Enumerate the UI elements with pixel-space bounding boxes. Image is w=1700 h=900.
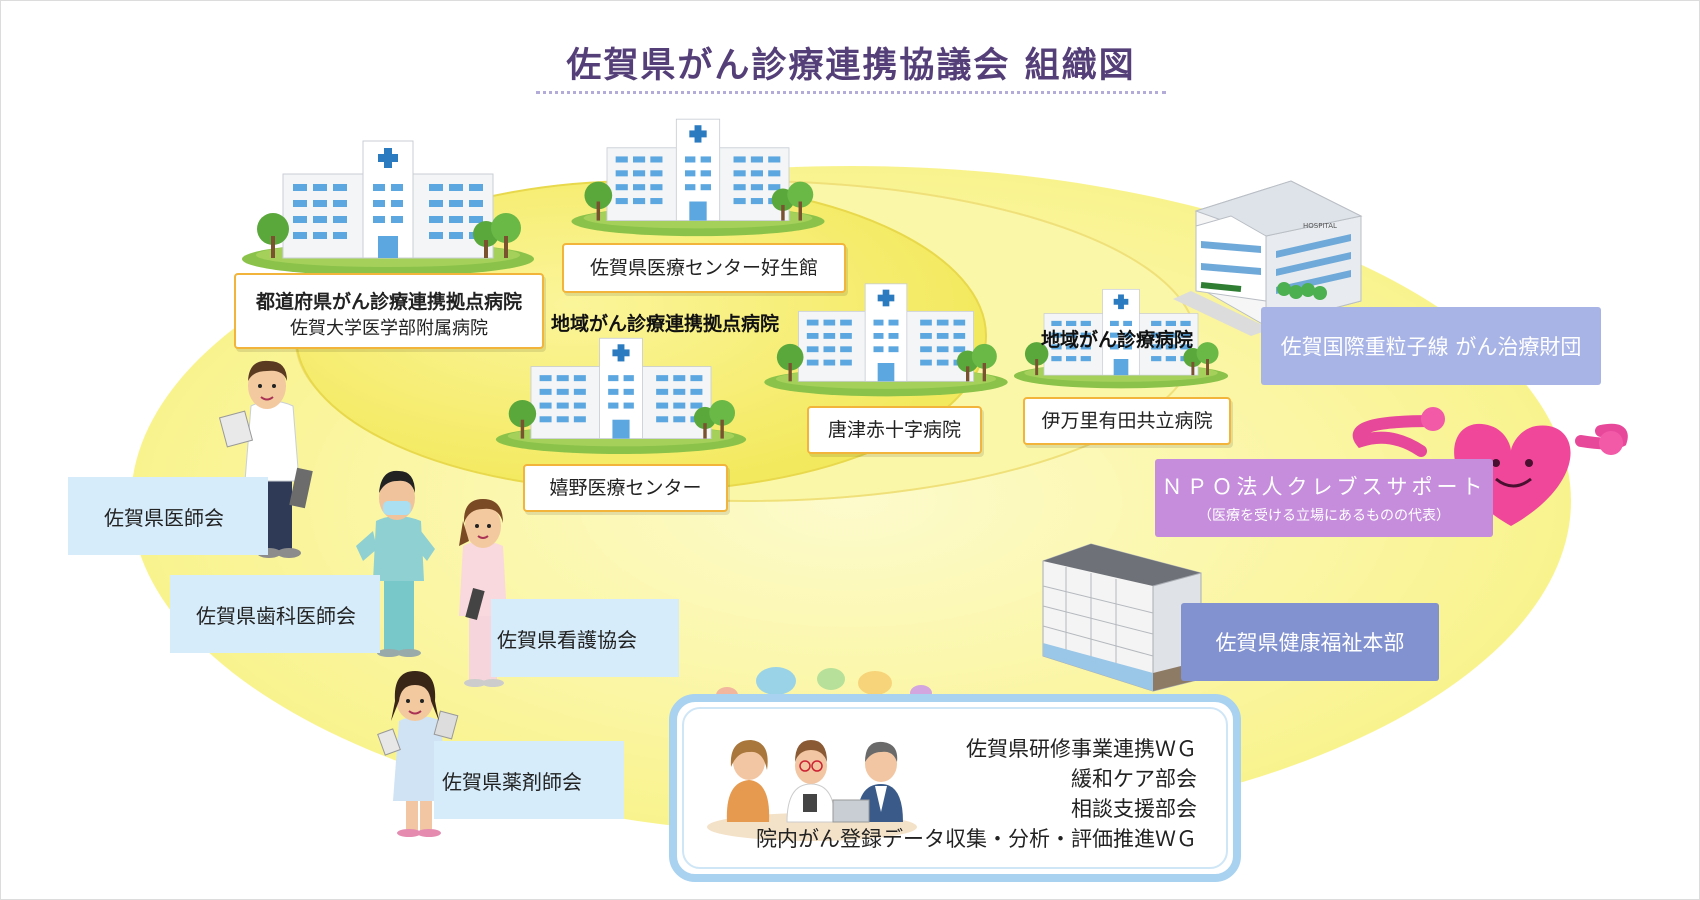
karatsu-box: 唐津赤十字病院 (807, 406, 982, 454)
meeting-people-illustration (707, 740, 917, 841)
imari-box: 伊万里有田共立病院 (1023, 397, 1231, 445)
page-title: 佐賀県がん診療連携協議会 組織図 (566, 46, 1136, 86)
hospital-sign-text: HOSPITAL (1303, 222, 1337, 230)
wg-item: 緩和ケア部会 (1071, 767, 1197, 791)
prefectural-hub-box: 都道府県がん診療連携拠点病院 佐賀大学医学部附属病院 (234, 273, 544, 349)
regional-category: 地域がん診療病院 (1041, 329, 1194, 351)
pharma-association-box: 佐賀県薬剤師会 (434, 741, 624, 819)
hospital-building-icon (241, 140, 535, 276)
working-groups-inner-border (682, 707, 1228, 869)
imari-name: 伊万里有田共立病院 (1041, 410, 1213, 432)
wg-item: 佐賀県研修事業連携ＷＧ (966, 737, 1197, 761)
working-groups-box: 佐賀県研修事業連携ＷＧ 緩和ケア部会 相談支援部会 院内がん登録データ収集・分析… (669, 694, 1241, 882)
ureshino-name: 嬉野医療センター (549, 477, 702, 499)
health-dept-box: 佐賀県健康福祉本部 (1181, 603, 1439, 681)
koseikan-name: 佐賀県医療センター好生館 (589, 257, 818, 279)
dental-association-box: 佐賀県歯科医師会 (170, 575, 380, 653)
npo-note: （医療を受ける立場にあるものの代表） (1198, 508, 1450, 524)
ureshino-box: 嬉野医療センター (523, 464, 728, 512)
pharmacist-figure-icon (377, 671, 459, 837)
pharma-association-label: 佐賀県薬剤師会 (442, 769, 582, 794)
nursing-association-label: 佐賀県看護協会 (497, 627, 637, 652)
dentist-figure-icon (356, 470, 435, 657)
working-groups-list: 佐賀県研修事業連携ＷＧ 緩和ケア部会 相談支援部会 院内がん登録データ収集・分析… (756, 734, 1197, 854)
doctor-figure-icon (218, 360, 313, 558)
ion-beam-facility-icon: HOSPITAL (1173, 180, 1363, 336)
medical-association-label: 佐賀県医師会 (104, 505, 224, 530)
prefectural-hub-name: 佐賀大学医学部附属病院 (290, 318, 488, 339)
npo-box: ＮＰＯ法人クレブスサポート （医療を受ける立場にあるものの代表） (1155, 459, 1493, 537)
prefectural-hub-category: 都道府県がん診療連携拠点病院 (255, 291, 522, 313)
karatsu-name: 唐津赤十字病院 (827, 419, 961, 441)
medical-association-box: 佐賀県医師会 (68, 477, 268, 555)
ion-beam-label: 佐賀国際重粒子線 がん治療財団 (1280, 335, 1582, 359)
ion-beam-box: 佐賀国際重粒子線 がん治療財団 (1261, 307, 1601, 385)
hospital-building-icon (571, 118, 825, 237)
health-dept-label: 佐賀県健康福祉本部 (1215, 631, 1405, 655)
koseikan-box: 佐賀県医療センター好生館 (562, 243, 846, 293)
nursing-association-box: 佐賀県看護協会 (491, 599, 679, 677)
npo-label: ＮＰＯ法人クレブスサポート (1161, 475, 1487, 499)
wg-item: 院内がん登録データ収集・分析・評価推進ＷＧ (756, 827, 1197, 851)
wg-item: 相談支援部会 (1071, 797, 1197, 821)
dental-association-label: 佐賀県歯科医師会 (196, 603, 356, 628)
title-underline (536, 91, 1166, 94)
regional-hub-category: 地域がん診療連携拠点病院 (551, 313, 780, 335)
